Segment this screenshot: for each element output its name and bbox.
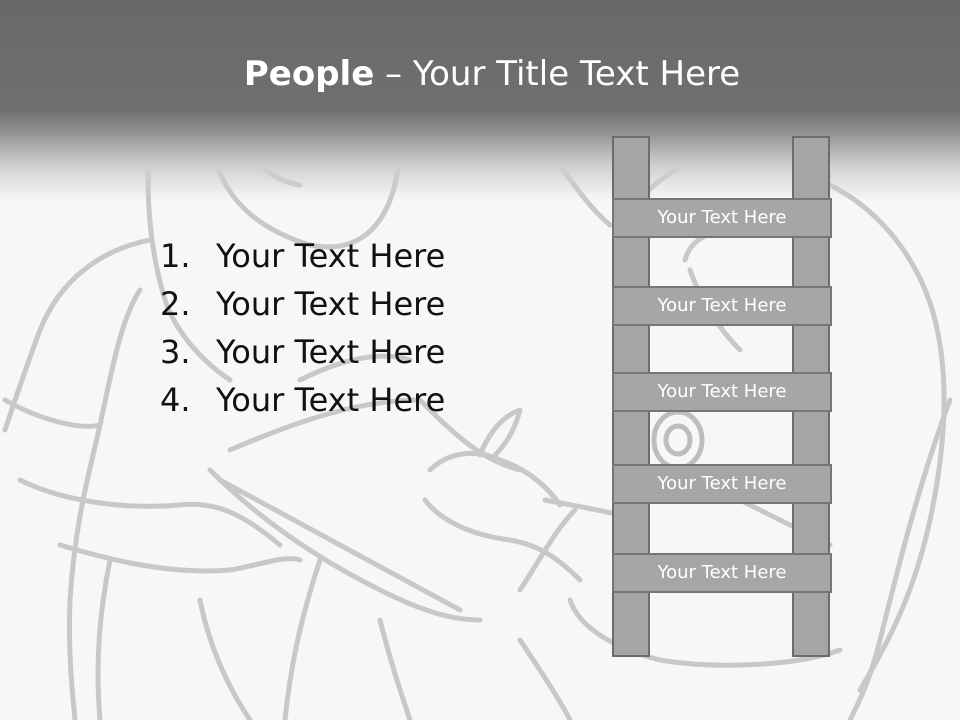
list-item-number: 2. [160,285,191,323]
list-item-number: 4. [160,381,191,419]
list-item-number: 3. [160,333,191,371]
ladder-rung-5: Your Text Here [612,553,832,593]
list-item-text: Your Text Here [216,237,446,275]
slide-title: People – Your Title Text Here [0,50,960,98]
ladder-rung-2: Your Text Here [612,286,832,326]
list-item-text: Your Text Here [216,333,446,371]
numbered-list: 1. Your Text Here 2. Your Text Here 3. Your… [160,232,445,424]
list-item: 1. Your Text Here [160,232,445,280]
title-bold: People [243,54,375,94]
list-item: 3. Your Text Here [160,328,445,376]
list-item-text: Your Text Here [216,381,446,419]
list-item: 4. Your Text Here [160,376,445,424]
list-item-text: Your Text Here [216,285,446,323]
list-item: 2. Your Text Here [160,280,445,328]
ladder-rung-1: Your Text Here [612,198,832,238]
list-item-number: 1. [160,237,191,275]
title-rest: – Your Title Text Here [374,54,741,94]
ladder-rung-3: Your Text Here [612,372,832,412]
ladder-rung-4: Your Text Here [612,464,832,504]
